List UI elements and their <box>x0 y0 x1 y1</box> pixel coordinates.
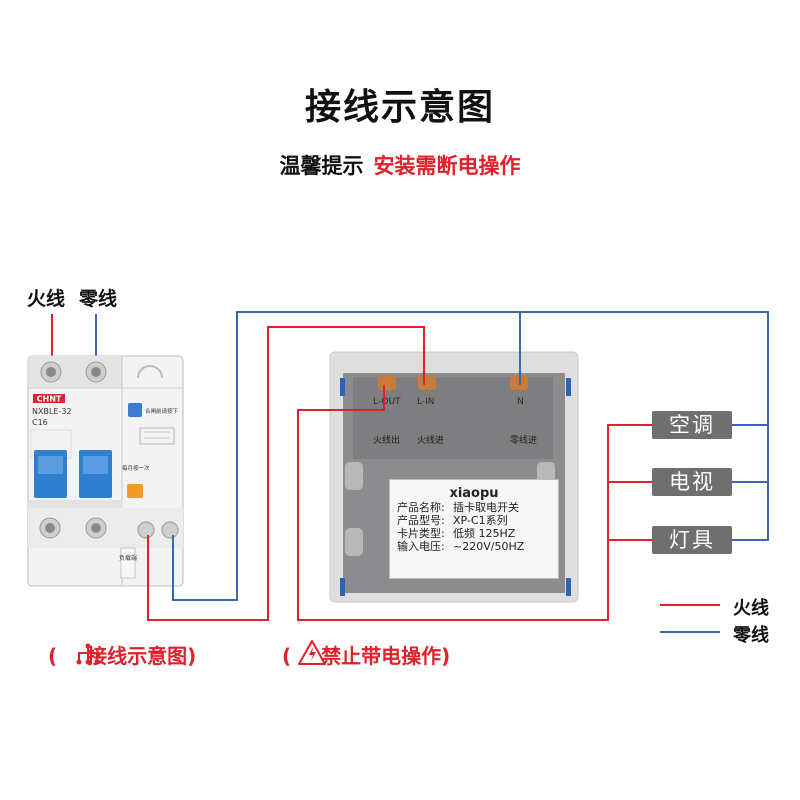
terminal-lout-label: L-OUT <box>373 397 401 407</box>
spec-row: 卡片类型:低频 125HZ <box>397 527 516 540</box>
load-air-conditioner: 空调 <box>652 411 732 439</box>
bottom-right-caption: (禁止带电操作) <box>282 644 451 668</box>
breaker-push-label: 合闸前请按下 <box>145 407 179 415</box>
neutral-wire-label: 零线 <box>79 288 118 310</box>
product-brand: xiaopu <box>449 486 499 501</box>
spec-row: 产品型号:XP-C1系列 <box>397 514 508 527</box>
terminal-lin-cn: 火线进 <box>417 434 444 446</box>
wiring-icon <box>76 643 100 665</box>
spec-row: 输入电压:~220V/50HZ <box>397 540 525 553</box>
subtitle-warning: 安装需断电操作 <box>373 154 521 178</box>
breaker-brand: CHNT <box>37 395 62 404</box>
page-title: 接线示意图 <box>304 87 495 128</box>
load-tv: 电视 <box>652 468 732 496</box>
legend-neutral-label: 零线 <box>733 625 769 646</box>
terminal-n-cn: 零线进 <box>510 434 537 446</box>
terminal-lout-cn: 火线出 <box>373 434 400 446</box>
live-wires <box>147 326 652 621</box>
product-label: xiaopu 产品名称:插卡取电开关 产品型号:XP-C1系列 卡片类型:低频 … <box>389 479 559 579</box>
warning-triangle-icon <box>298 640 326 665</box>
breaker-load-label: 负载端 <box>119 554 137 562</box>
breaker-rating: C16 <box>32 418 48 427</box>
circuit-breaker: CHNT NXBLE-32 C16 合闸前请按下 每月按一次 负载端 <box>27 355 184 587</box>
subtitle: 温馨提示安装需断电操作 <box>0 150 800 180</box>
subtitle-tip: 温馨提示 <box>279 154 364 178</box>
terminal-n-label: N <box>517 397 524 407</box>
bottom-left-caption: (接线示意图) <box>48 644 197 668</box>
breaker-brand-badge <box>33 394 65 403</box>
breaker-test-button <box>128 403 142 417</box>
legend-live-label: 火线 <box>733 598 769 619</box>
terminal-lin-label: L-IN <box>417 397 435 407</box>
load-lights: 灯具 <box>652 526 732 554</box>
breaker-orange-button <box>127 484 143 498</box>
breaker-model: NXBLE-32 <box>32 407 72 416</box>
breaker-test-label: 每月按一次 <box>122 464 150 472</box>
hot-wire-label: 火线 <box>27 288 66 310</box>
spec-row: 产品名称:插卡取电开关 <box>397 501 519 514</box>
